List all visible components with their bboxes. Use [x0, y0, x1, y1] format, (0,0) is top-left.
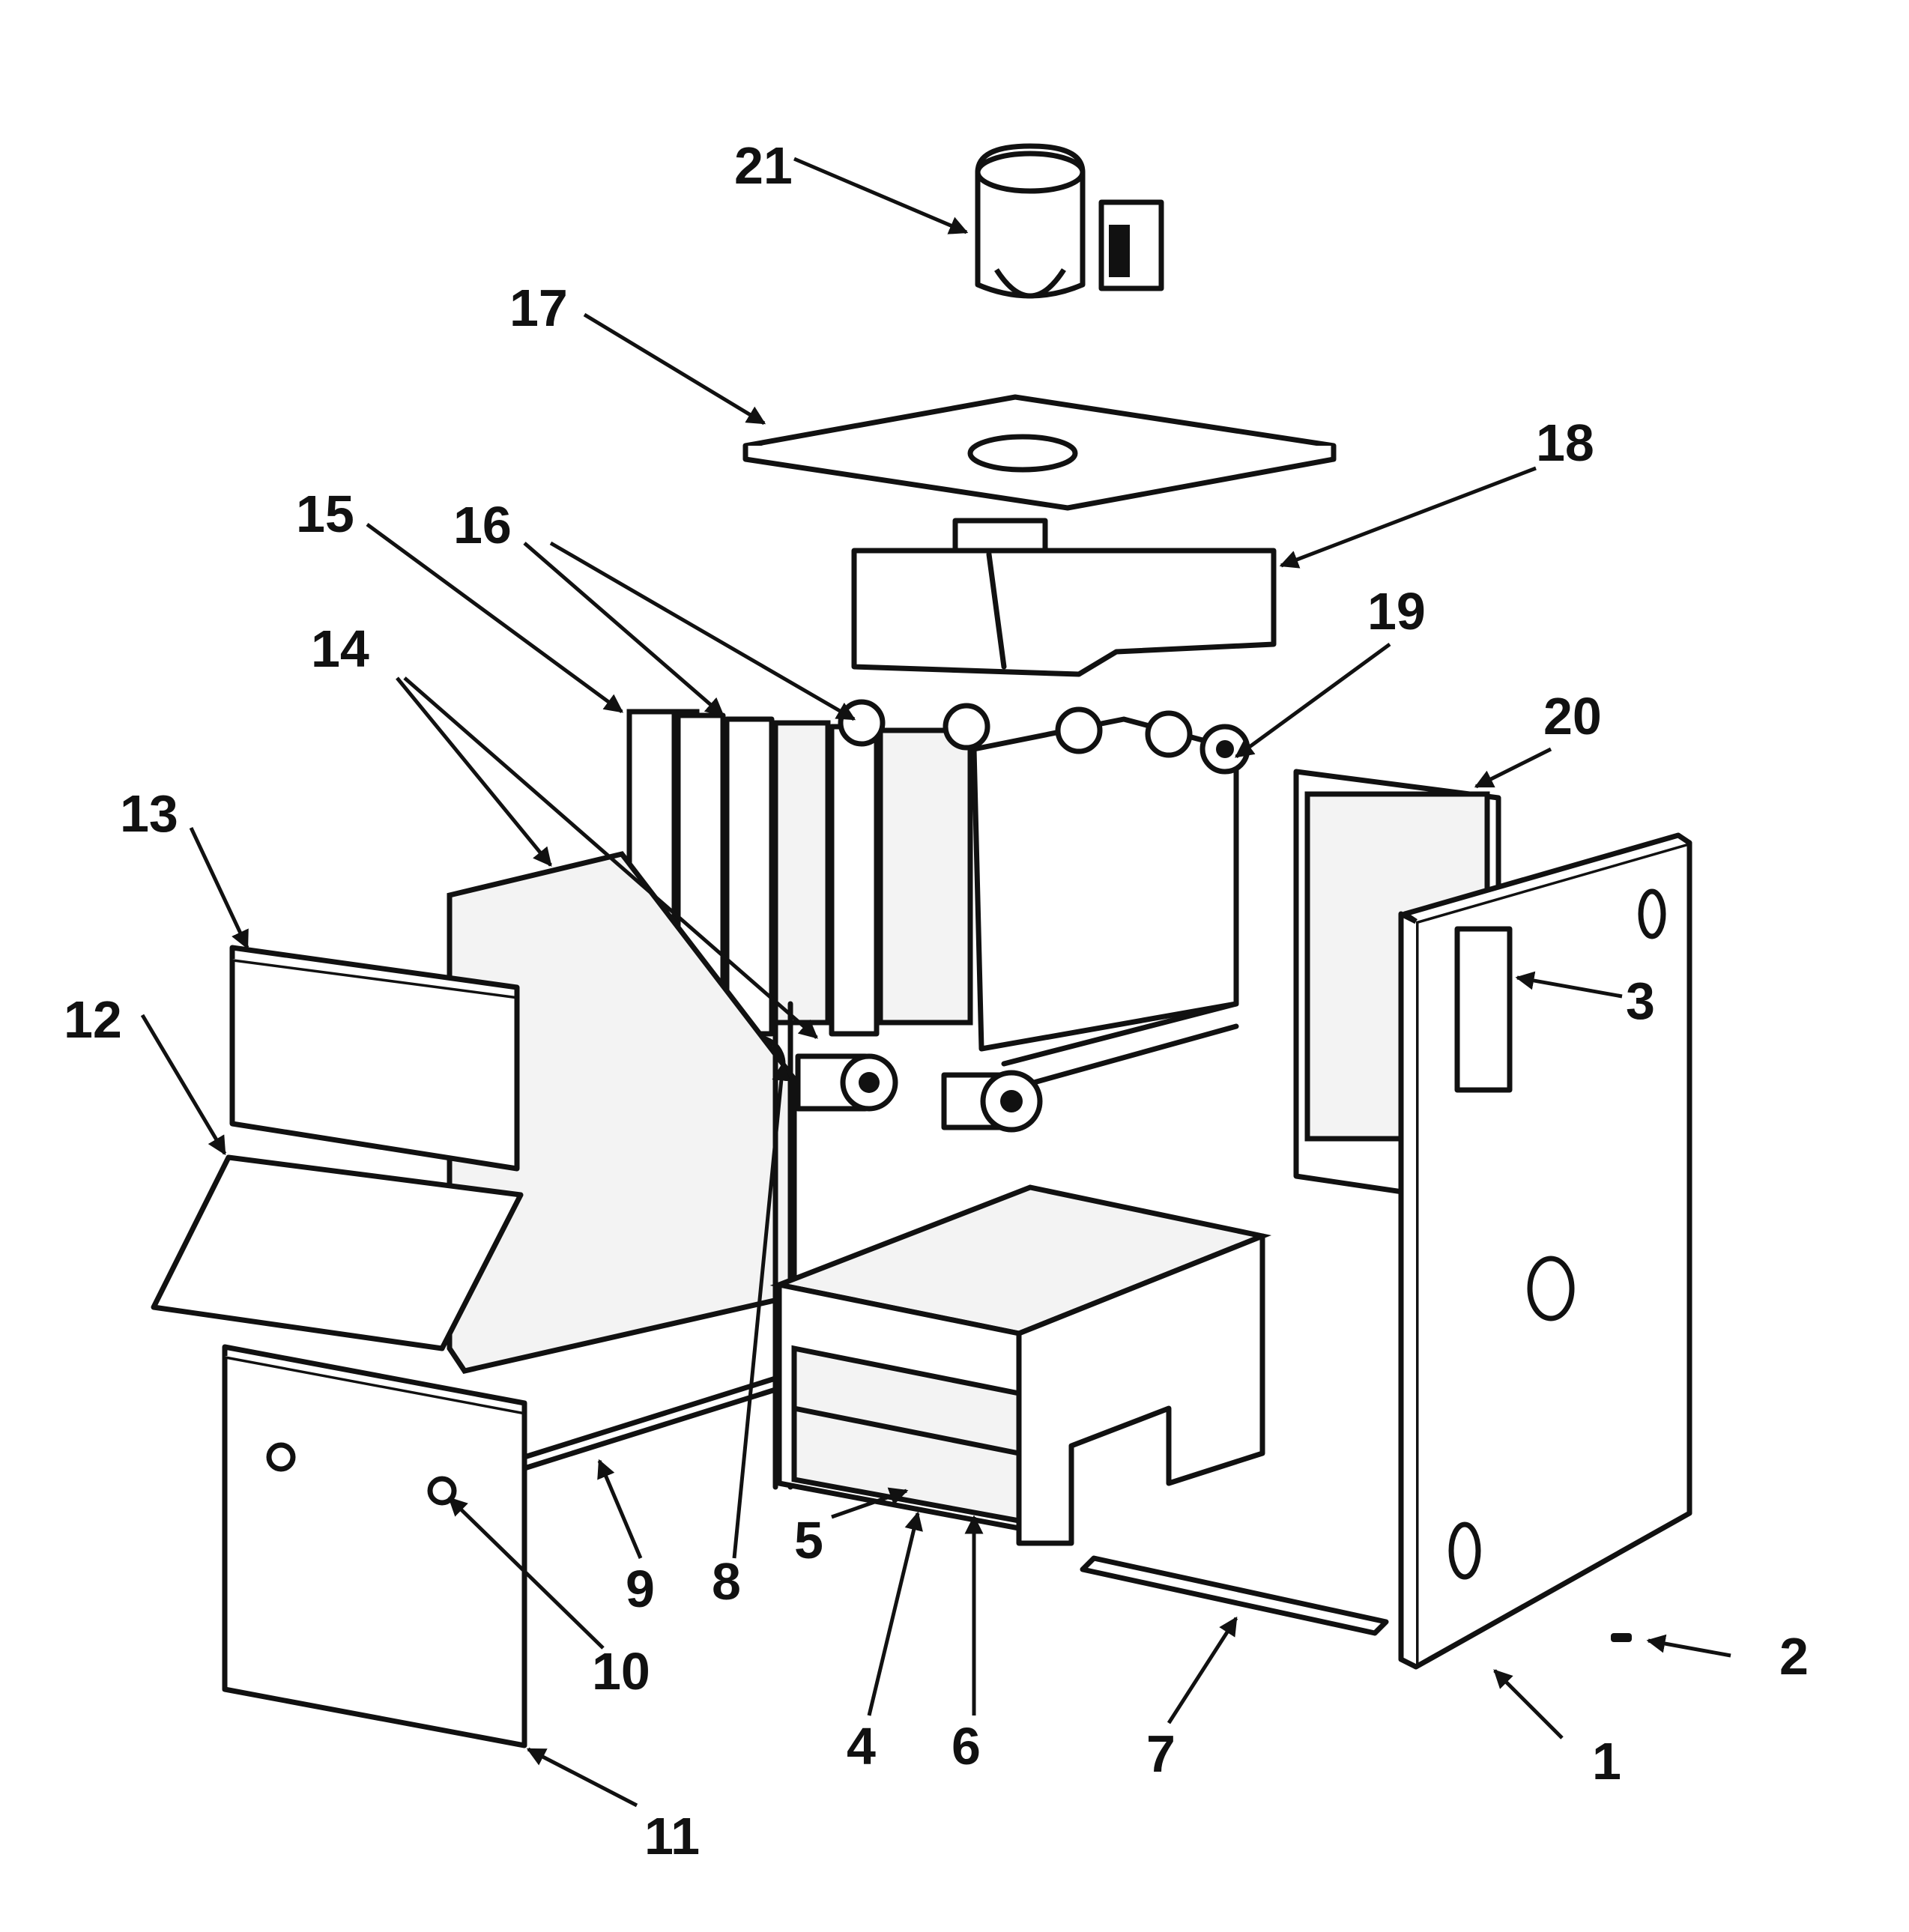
- callout-6: 6: [952, 1717, 981, 1775]
- callout-10: 10: [592, 1642, 650, 1701]
- right-door-panel-part: [1398, 832, 1692, 1670]
- callout-14: 14: [311, 620, 369, 678]
- callout-21: 21: [734, 136, 793, 195]
- upper-left-panel-part: [229, 945, 520, 1172]
- bottom-strip-part: [1080, 1555, 1389, 1636]
- callout-8: 8: [712, 1552, 741, 1611]
- callout-12: 12: [64, 990, 122, 1049]
- callout-9: 9: [626, 1560, 655, 1618]
- callout-13: 13: [120, 784, 178, 843]
- callout-5: 5: [794, 1511, 823, 1569]
- screw-part: [1611, 1633, 1632, 1642]
- base-combustion-chamber-part: [769, 1184, 1272, 1546]
- sloped-panel-part: [151, 1154, 524, 1351]
- callout-11: 11: [644, 1807, 700, 1865]
- callout-4: 4: [847, 1717, 876, 1775]
- draft-hood-motor-part: [975, 143, 1164, 299]
- callout-19: 19: [1367, 582, 1426, 641]
- callout-17: 17: [509, 279, 568, 337]
- top-plate-part: [742, 394, 1337, 511]
- flue-collector-part: [851, 518, 1277, 677]
- callout-3: 3: [1626, 972, 1655, 1030]
- callout-18: 18: [1536, 414, 1594, 472]
- callout-2: 2: [1779, 1627, 1809, 1686]
- callout-labels: 1 2 3 4 5 6 7 8 9 10 11 12 13 14 15 16 1…: [64, 136, 1809, 1865]
- callout-1: 1: [1592, 1732, 1621, 1790]
- leader-lines: [140, 157, 1731, 1808]
- left-rail-part: [521, 1375, 778, 1471]
- lower-left-panel-part: [222, 1344, 527, 1748]
- callout-16: 16: [453, 496, 512, 554]
- callout-20: 20: [1543, 687, 1602, 745]
- callout-7: 7: [1146, 1724, 1176, 1783]
- callout-15: 15: [296, 485, 354, 543]
